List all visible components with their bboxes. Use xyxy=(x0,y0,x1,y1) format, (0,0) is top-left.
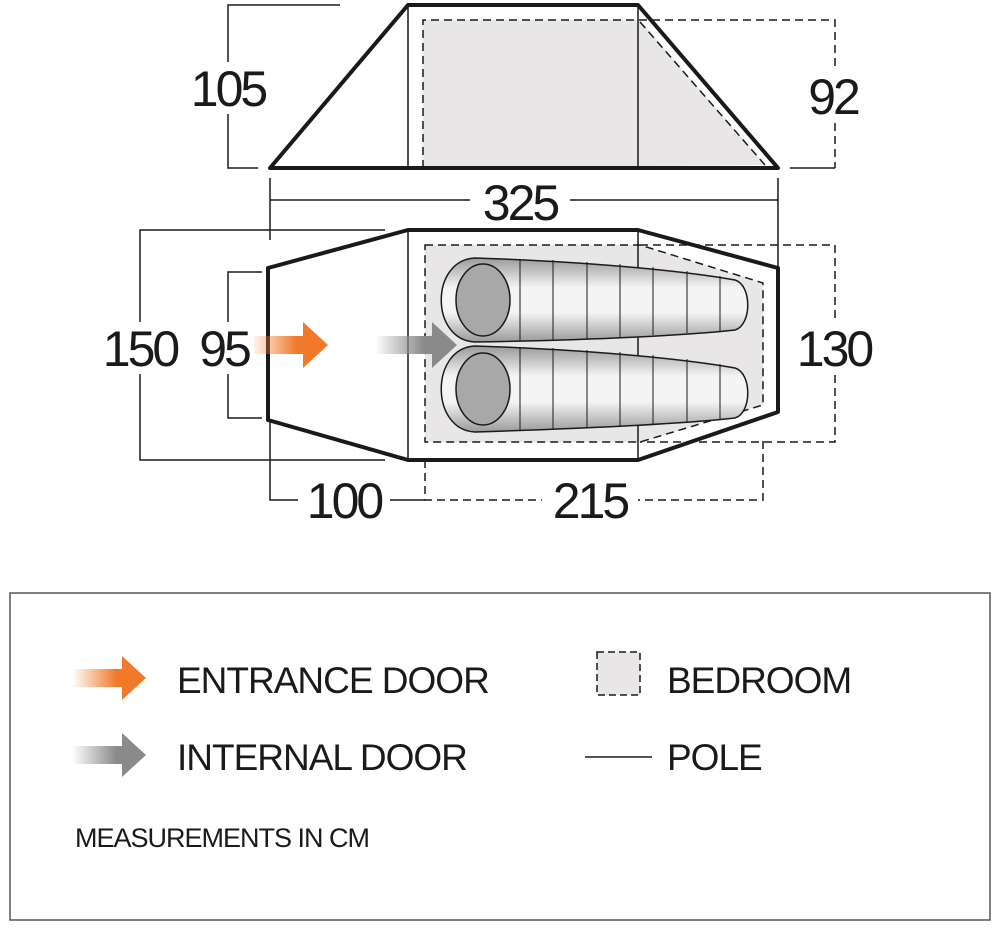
floor-outline xyxy=(266,228,780,462)
dim-150: 150 xyxy=(103,321,179,377)
dim-105: 105 xyxy=(191,61,267,117)
sleeping-bag xyxy=(440,345,749,433)
legend-entrance-door: ENTRANCE DOOR xyxy=(177,660,489,701)
side-view: 105 92 325 xyxy=(185,3,870,268)
sleeping-bag xyxy=(440,257,749,343)
measurements-note: MEASUREMENTS IN CM xyxy=(75,823,369,853)
side-bedroom-fill xyxy=(423,20,765,168)
legend-box xyxy=(9,592,991,921)
dim-130: 130 xyxy=(797,321,873,377)
dim-92: 92 xyxy=(808,69,859,125)
dim-95: 95 xyxy=(199,321,250,377)
legend: ENTRANCE DOOR INTERNAL DOOR BEDROOM POLE… xyxy=(9,592,991,921)
internal-door-arrow xyxy=(375,322,457,368)
side-bedroom-outline xyxy=(422,19,836,168)
dim-100: 100 xyxy=(307,473,383,529)
legend-bedroom: BEDROOM xyxy=(667,660,851,701)
legend-internal-door: INTERNAL DOOR xyxy=(177,737,467,778)
legend-pole: POLE xyxy=(667,737,762,778)
internal-door-legend-icon xyxy=(72,733,146,777)
dim-325: 325 xyxy=(483,175,559,231)
floor-plan: 150 95 130 100 215 xyxy=(97,228,878,529)
bedroom-legend-icon xyxy=(596,651,641,696)
dim-215: 215 xyxy=(553,473,629,529)
entrance-door-legend-icon xyxy=(72,656,146,700)
entrance-door-arrow xyxy=(250,322,328,368)
